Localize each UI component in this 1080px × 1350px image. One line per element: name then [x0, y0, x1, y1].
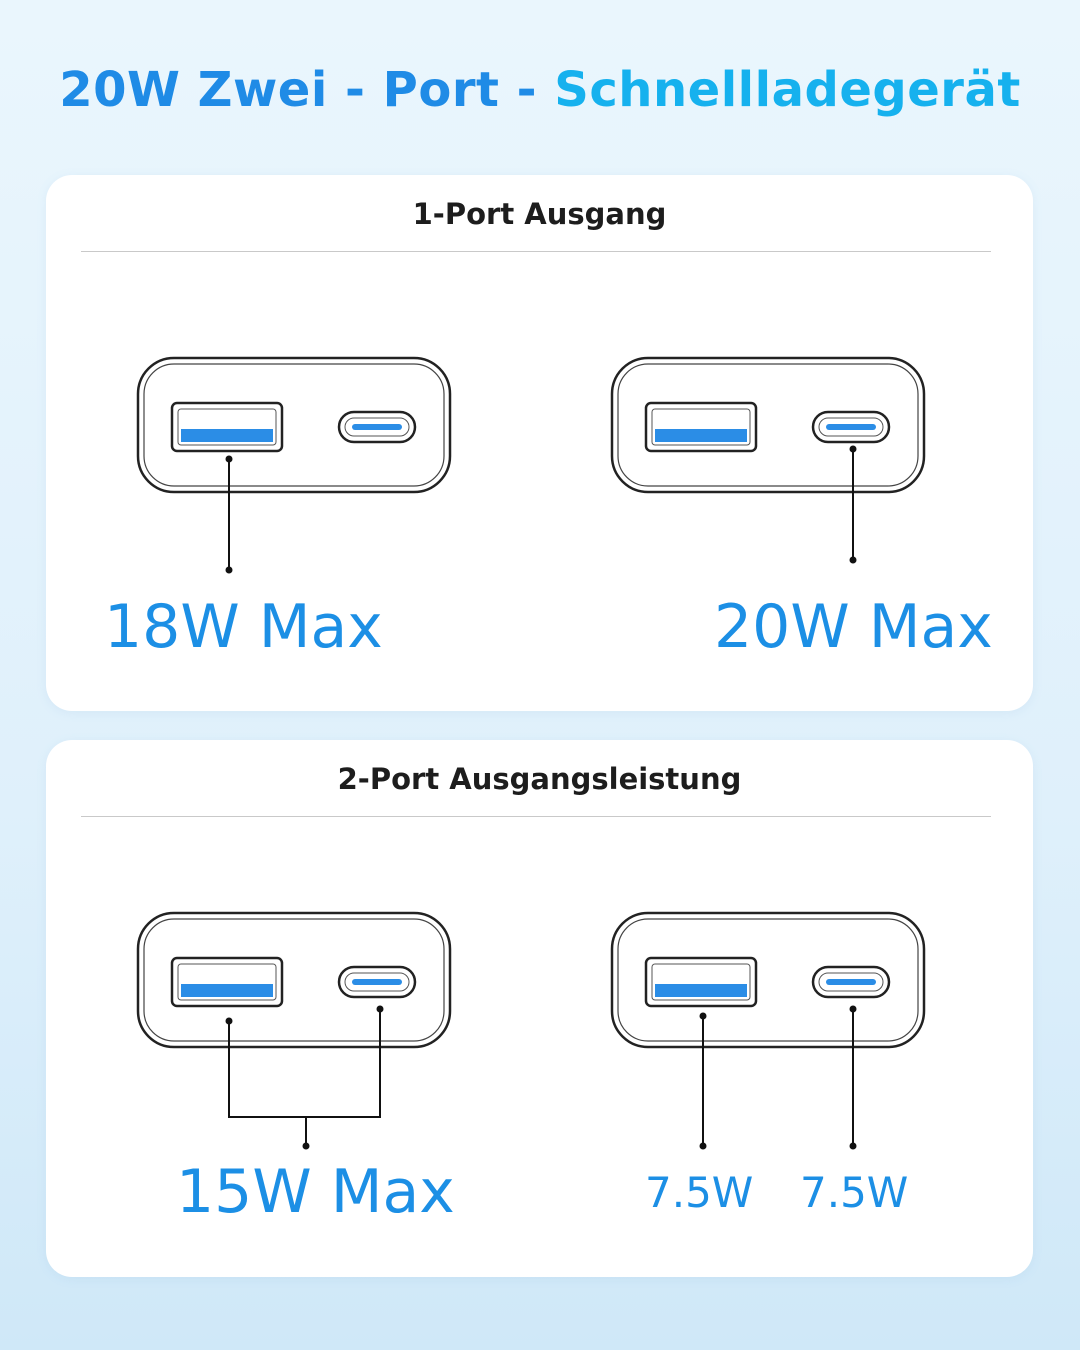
charger-front-icon: [610, 911, 926, 1049]
charger-front-icon: [610, 356, 926, 494]
single-port-diagram: [136, 356, 926, 574]
usb-a-max-output-label: 18W Max: [104, 592, 383, 662]
usb-c-port-icon: [811, 965, 891, 999]
charger-front-icon: [136, 911, 452, 1049]
usb-c-callout-line: [849, 1005, 857, 1150]
usb-c-port-icon: [811, 410, 891, 444]
single-port-output-card: 1-Port Ausgang: [46, 175, 1033, 711]
title-part-2: Schnellladegerät: [554, 62, 1021, 118]
usb-a-port-icon: [644, 956, 758, 1008]
charger-front-icon: [136, 356, 452, 494]
usb-a-port-icon: [644, 401, 758, 453]
usb-c-port-icon: [337, 965, 417, 999]
dual-port-diagram: [136, 911, 926, 1150]
card-divider: [81, 251, 991, 252]
usb-a-callout-line: [225, 455, 233, 574]
card-title-single-port: 1-Port Ausgang: [412, 197, 667, 231]
combined-callout-bracket: [225, 1005, 384, 1150]
title-part-1: 20W Zwei - Port -: [59, 62, 555, 118]
usb-a-callout-line: [699, 1012, 707, 1150]
usb-c-shared-output-label: 7.5W: [800, 1168, 909, 1217]
usb-a-port-icon: [170, 401, 284, 453]
usb-c-max-output-label: 20W Max: [714, 592, 993, 662]
page-title: 20W Zwei - Port - Schnellladegerät: [0, 62, 1080, 118]
usb-c-port-icon: [337, 410, 417, 444]
combined-max-output-label: 15W Max: [176, 1157, 455, 1227]
usb-a-port-icon: [170, 956, 284, 1008]
usb-c-callout-line: [849, 445, 857, 564]
card-divider: [81, 816, 991, 817]
card-title-dual-port: 2-Port Ausgangsleistung: [337, 762, 742, 796]
dual-port-output-card: 2-Port Ausgangsleistung: [46, 740, 1033, 1277]
usb-a-shared-output-label: 7.5W: [645, 1168, 754, 1217]
